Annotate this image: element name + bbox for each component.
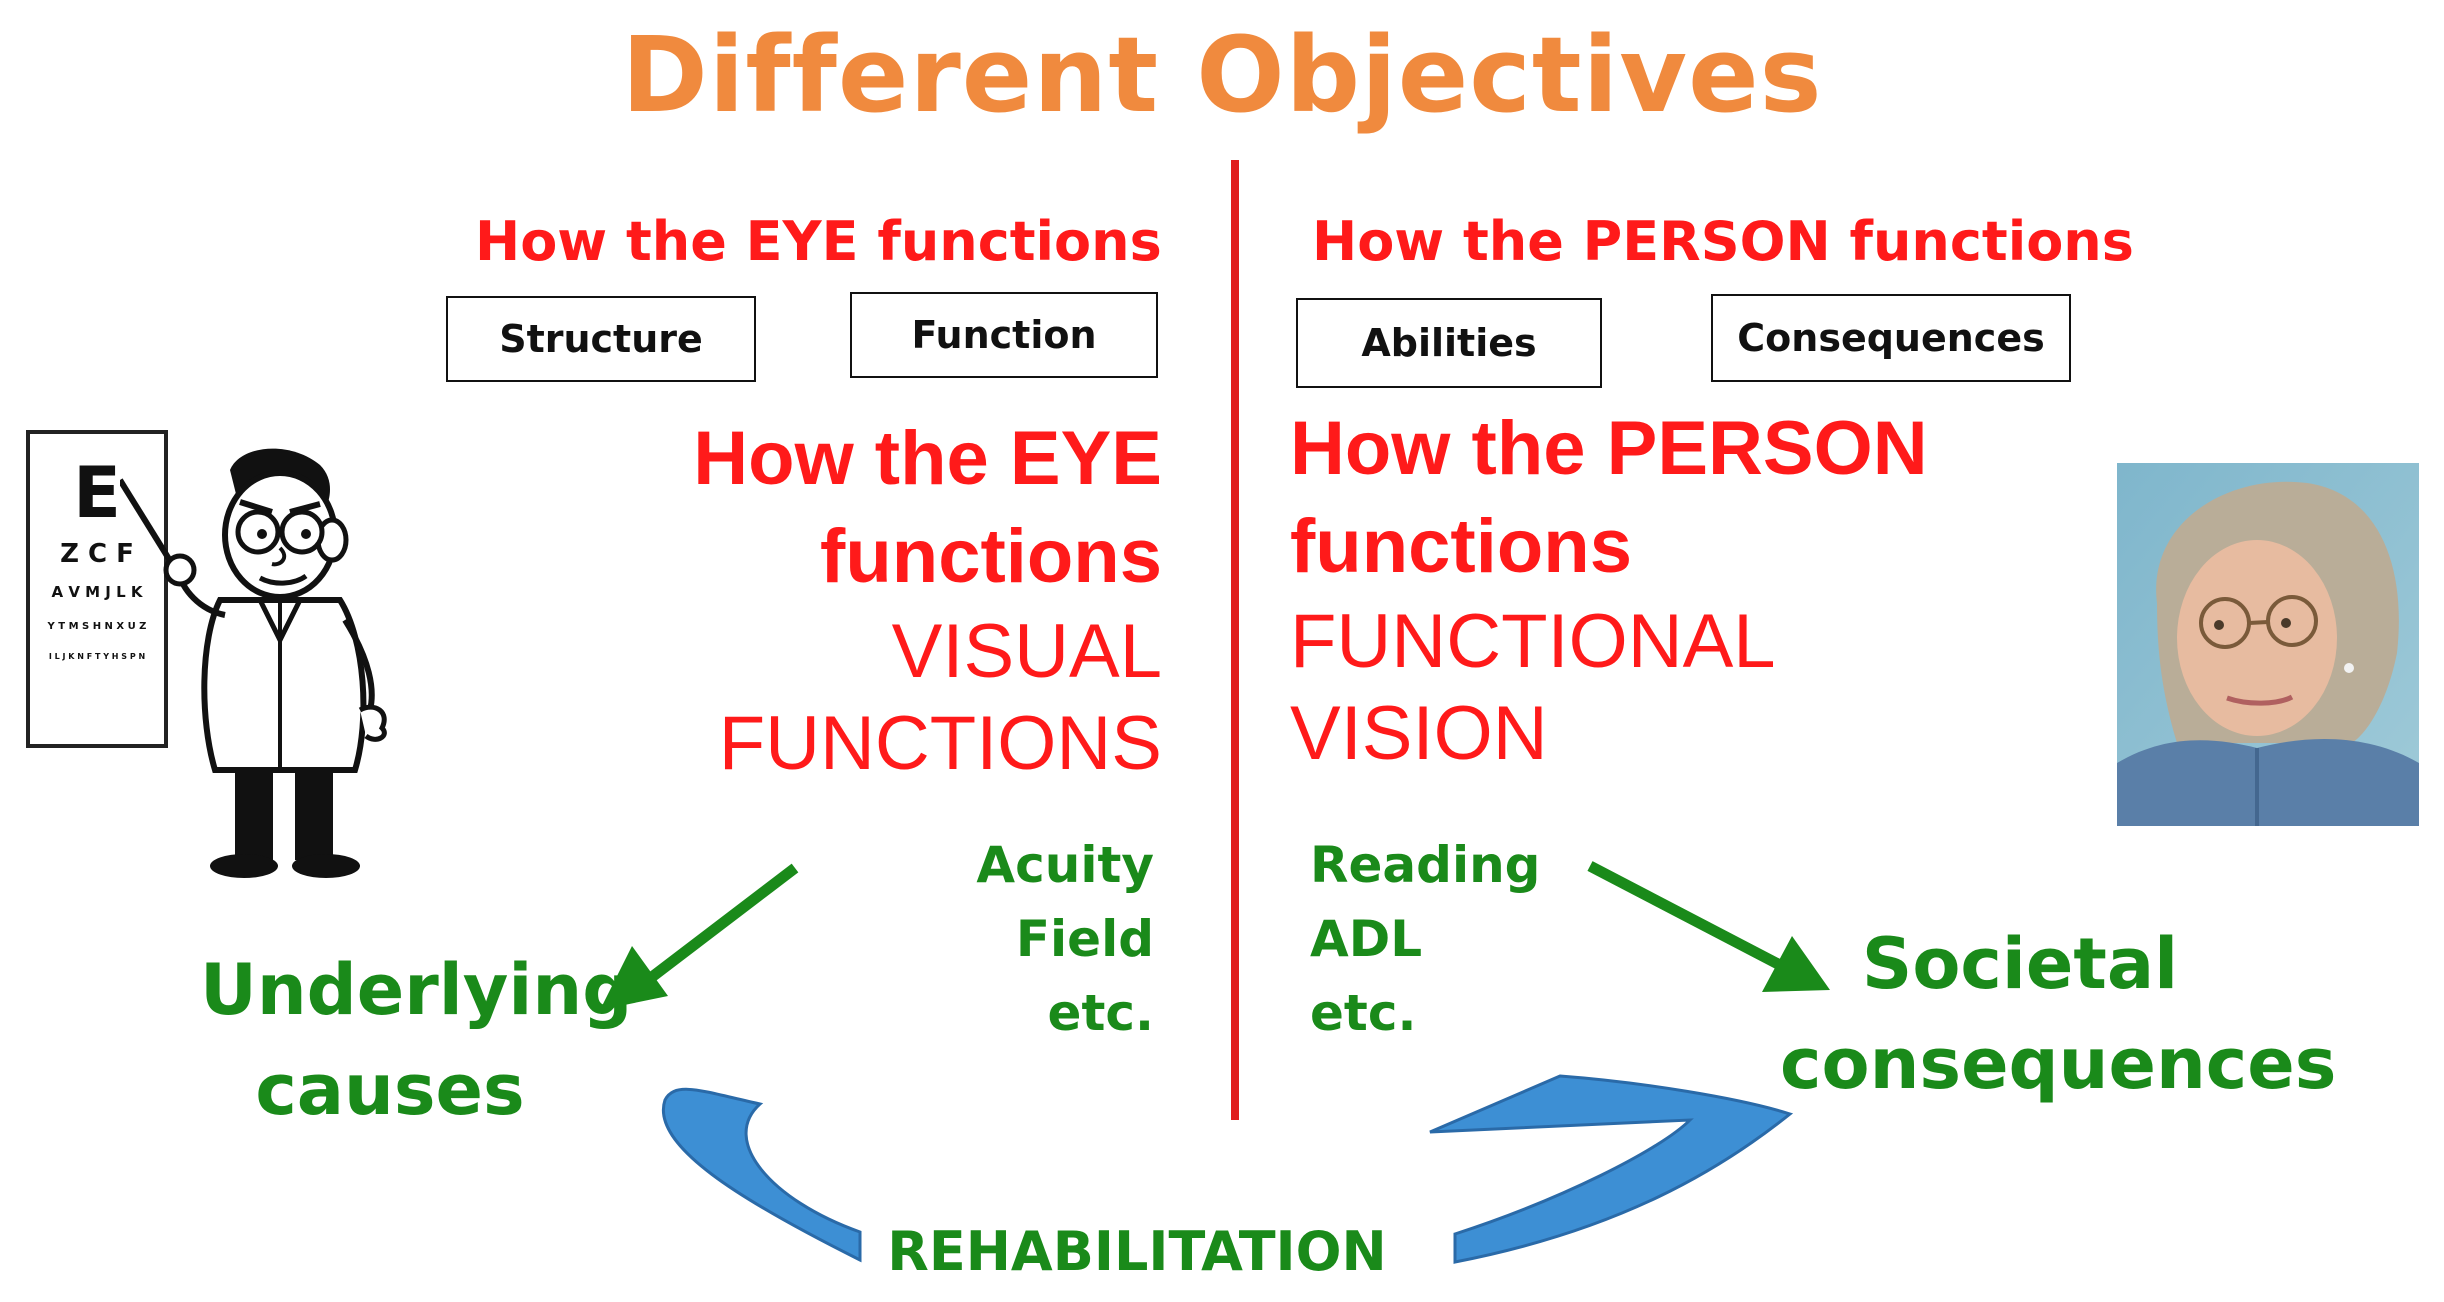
visual-label: VISUAL bbox=[891, 609, 1162, 694]
function-box: Function bbox=[850, 292, 1158, 378]
eye-chart-row-2: Z C F bbox=[60, 539, 134, 569]
societal-line2: consequences bbox=[1780, 1023, 2337, 1105]
underlying-line1: Underlying bbox=[200, 949, 633, 1031]
example-etc-left: etc. bbox=[1047, 984, 1154, 1042]
vision-label: VISION bbox=[1290, 691, 1548, 776]
eye-chart-row-1: E bbox=[73, 452, 121, 534]
left-big-line2: functions bbox=[820, 514, 1162, 599]
eye-chart-row-3: A V M J L K bbox=[51, 583, 143, 601]
arrow-to-societal-consequences bbox=[1587, 861, 1830, 992]
diagram-title: Different Objectives bbox=[621, 14, 1823, 136]
underlying-line2: causes bbox=[255, 1049, 525, 1131]
woman-portrait-photo bbox=[2117, 463, 2419, 826]
rehabilitation-label: REHABILITATION bbox=[0, 1220, 2444, 1283]
example-etc-right: etc. bbox=[1310, 984, 1417, 1042]
example-acuity: Acuity bbox=[976, 836, 1154, 894]
left-big-line1: How the EYE bbox=[693, 416, 1162, 501]
right-big-line2: functions bbox=[1290, 504, 1632, 589]
left-heading: How the EYE functions bbox=[475, 210, 1162, 273]
example-field: Field bbox=[1015, 910, 1154, 968]
eye-chart-row-4: Y T M S H N X U Z bbox=[47, 621, 147, 632]
left-examples: Acuity Field etc. bbox=[976, 828, 1154, 1050]
center-divider-line bbox=[1231, 160, 1239, 1120]
example-reading: Reading bbox=[1310, 836, 1541, 894]
right-examples: Reading ADL etc. bbox=[1310, 828, 1540, 1050]
cartoon-doctor-illustration bbox=[120, 448, 387, 878]
right-heading: How the PERSON functions bbox=[1312, 210, 2134, 273]
functional-label: FUNCTIONAL bbox=[1290, 599, 1776, 684]
example-adl: ADL bbox=[1310, 910, 1423, 968]
right-blue-curved-arrow bbox=[1429, 1074, 1794, 1264]
societal-consequences: Societal consequences bbox=[1780, 914, 2337, 1114]
eye-chart: E Z C F A V M J L K Y T M S H N X U Z I … bbox=[26, 430, 168, 748]
left-blue-curved-arrow bbox=[661, 1087, 862, 1263]
left-big-text: How the EYE functions VISUAL FUNCTIONS bbox=[693, 410, 1162, 790]
right-big-line1: How the PERSON bbox=[1290, 406, 1928, 491]
underlying-causes: Underlying causes bbox=[200, 940, 633, 1140]
functions-label: FUNCTIONS bbox=[718, 701, 1162, 786]
rehabilitation-text: REHABILITATION bbox=[887, 1220, 1387, 1283]
societal-line1: Societal bbox=[1861, 923, 2179, 1005]
right-big-text: How the PERSON functions FUNCTIONAL VISI… bbox=[1290, 400, 1928, 780]
arrow-to-underlying-causes bbox=[600, 863, 799, 1010]
eye-chart-row-5: I L J K N F T Y H S P N bbox=[48, 652, 146, 661]
consequences-box: Consequences bbox=[1711, 294, 2071, 382]
structure-box: Structure bbox=[446, 296, 756, 382]
abilities-box: Abilities bbox=[1296, 298, 1602, 388]
